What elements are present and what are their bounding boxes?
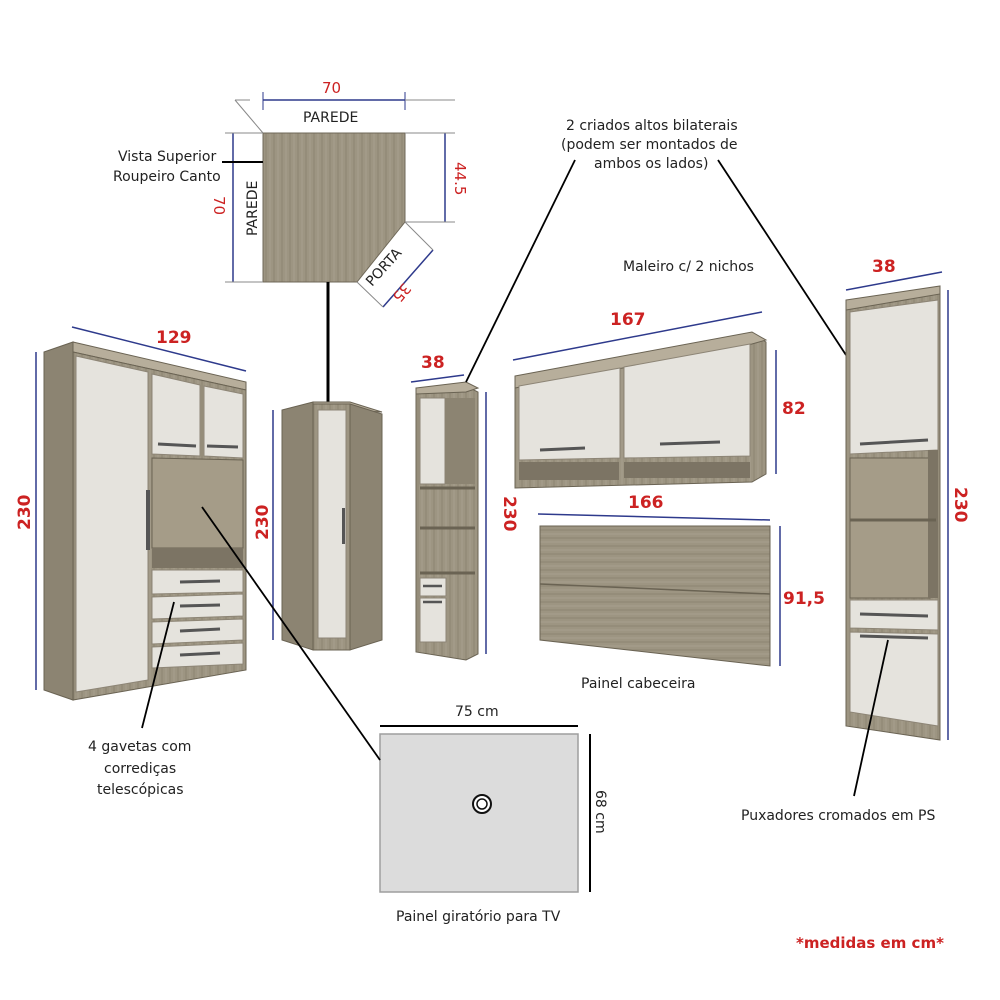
top-view: 70 PAREDE 70 PAREDE 44.5 PORTA 35 Vista … xyxy=(113,79,469,403)
maleiro-width: 167 xyxy=(610,310,646,330)
tall-side-left-width: 38 xyxy=(421,353,445,373)
top-view-caption-line1: Vista Superior xyxy=(118,149,216,165)
corner-unit: 230 xyxy=(253,401,383,651)
top-view-depth-left: 70 xyxy=(210,196,228,215)
wardrobe-height: 230 xyxy=(15,494,35,530)
wall-top-label: PAREDE xyxy=(303,110,358,126)
criados-note-line3: ambos os lados) xyxy=(594,156,708,172)
tv-panel-label: Painel giratório para TV xyxy=(396,909,561,925)
corner-unit-door xyxy=(317,409,347,639)
criados-note: 2 criados altos bilaterais (podem ser mo… xyxy=(465,118,847,383)
top-view-door: 35 xyxy=(389,279,415,305)
wardrobe-door xyxy=(75,355,149,693)
maleiro-label: Maleiro c/ 2 nichos xyxy=(623,259,754,275)
footer-note: *medidas em cm* xyxy=(796,934,944,952)
tv-panel-height: 68 cm xyxy=(592,790,608,834)
corner-unit-height: 230 xyxy=(253,504,273,540)
drawers-note: 4 gavetas com corrediças telescópicas xyxy=(88,601,191,798)
tall-side-left: 38 230 xyxy=(410,353,519,661)
wall-left-label: PAREDE xyxy=(245,181,261,236)
wardrobe-width: 129 xyxy=(156,328,192,348)
headboard-height: 91,5 xyxy=(783,589,825,609)
drawers-note-line3: telescópicas xyxy=(97,782,184,798)
drawers-note-line1: 4 gavetas com xyxy=(88,739,191,755)
tall-side-left-height: 230 xyxy=(499,496,519,532)
maleiro: Maleiro c/ 2 nichos 167 82 xyxy=(512,259,806,489)
tv-panel: 75 cm 68 cm Painel giratório para TV xyxy=(201,506,608,925)
drawers-note-line2: corrediças xyxy=(104,761,176,777)
top-view-depth-right: 44.5 xyxy=(451,162,469,195)
headboard: 166 91,5 Painel cabeceira xyxy=(537,493,825,692)
handles-note-text: Puxadores cromados em PS xyxy=(741,808,935,824)
headboard-label: Painel cabeceira xyxy=(581,676,695,692)
wardrobe: 129 230 xyxy=(15,326,247,701)
top-view-width: 70 xyxy=(322,79,341,97)
tv-panel-width: 75 cm xyxy=(455,704,499,720)
headboard-panel xyxy=(539,525,771,667)
tall-side-right-height: 230 xyxy=(950,487,970,523)
headboard-width: 166 xyxy=(628,493,664,513)
top-view-caption-line2: Roupeiro Canto xyxy=(113,169,221,185)
maleiro-height: 82 xyxy=(782,399,806,419)
criados-note-line2: (podem ser montados de xyxy=(561,137,737,153)
tall-side-right: 38 230 xyxy=(845,257,970,741)
criados-note-line1: 2 criados altos bilaterais xyxy=(566,118,738,134)
handles-note: Puxadores cromados em PS xyxy=(741,639,935,824)
top-view-plan xyxy=(262,132,406,283)
tall-side-right-width: 38 xyxy=(872,257,896,277)
